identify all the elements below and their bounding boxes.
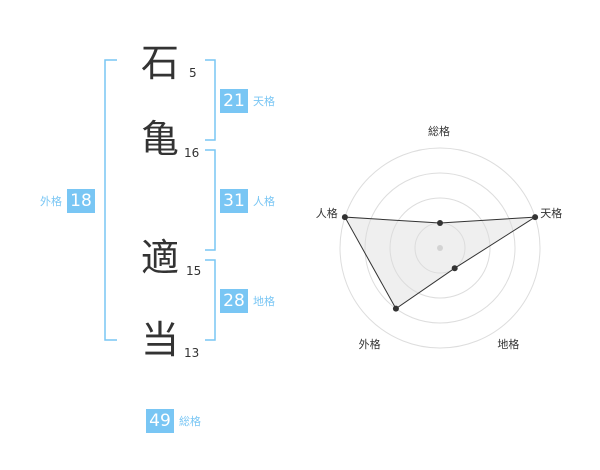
- gaikaku-value: 18: [67, 189, 95, 213]
- gaikaku-badge: 外格 18: [40, 189, 95, 213]
- tenkaku-label: 天格: [253, 95, 275, 108]
- chikaku-bracket: [205, 259, 216, 341]
- radar-axis-label: 人格: [315, 206, 338, 220]
- jinkaku-label: 人格: [253, 195, 275, 208]
- tenkaku-value: 21: [220, 89, 248, 113]
- jinkaku-bracket: [205, 149, 216, 251]
- radar-axis-label: 総格: [428, 125, 450, 138]
- name-char-4: 当: [141, 318, 180, 362]
- radar-point-2: [451, 265, 458, 272]
- radar-axis-label: 天格: [540, 206, 563, 220]
- tenkaku-badge: 21 天格: [220, 89, 275, 113]
- stroke-count-4: 13: [184, 346, 200, 360]
- soukaku-value: 49: [146, 409, 174, 433]
- gaikaku-bracket: [104, 59, 117, 341]
- gaikaku-label: 外格: [40, 195, 62, 208]
- chikaku-badge: 28 地格: [220, 289, 275, 313]
- radar-center: [437, 245, 443, 251]
- radar-point-0: [437, 220, 443, 226]
- name-char-2: 亀: [141, 117, 180, 161]
- soukaku-label: 総格: [179, 415, 201, 428]
- name-char-3: 適: [141, 236, 180, 280]
- radar-ring: [339, 147, 541, 349]
- stroke-count-2: 16: [184, 146, 200, 160]
- chikaku-label: 地格: [253, 295, 275, 308]
- radar-polygon: [344, 216, 536, 310]
- radar-point-3: [392, 305, 399, 312]
- soukaku-badge: 49 総格: [146, 409, 201, 433]
- radar-axis-label: 地格: [497, 338, 520, 352]
- name-char-1: 石: [141, 41, 180, 85]
- jinkaku-value: 31: [220, 189, 248, 213]
- jinkaku-badge: 31 人格: [220, 189, 275, 213]
- chikaku-value: 28: [220, 289, 248, 313]
- radar-point-4: [341, 214, 348, 221]
- radar-ring: [389, 197, 491, 299]
- radar-ring: [364, 172, 516, 324]
- stroke-count-1: 5: [189, 66, 197, 80]
- radar-point-1: [532, 214, 539, 221]
- stroke-count-3: 15: [186, 264, 202, 278]
- tenkaku-bracket: [205, 59, 216, 141]
- radar-axis-label: 外格: [358, 338, 381, 352]
